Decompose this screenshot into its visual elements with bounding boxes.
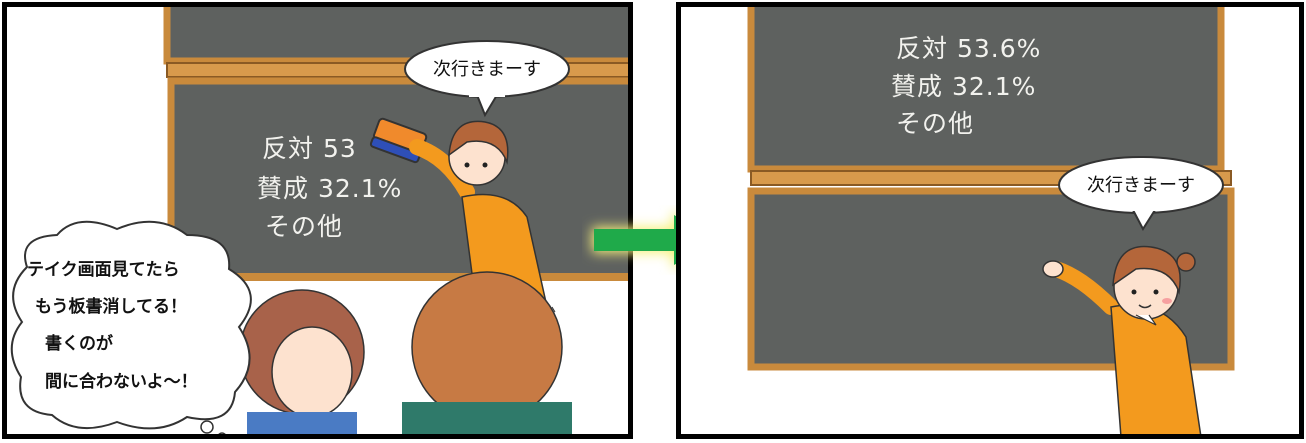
board-line-1: 反対 53.6%	[896, 34, 1041, 63]
thought-line-1: テイク画面見てたら	[27, 260, 180, 280]
thought-line-4: 間に合わないよ～！	[45, 371, 198, 392]
upper-blackboard	[747, 7, 1225, 173]
student-right	[402, 271, 572, 434]
speech-text: 次行きまーす	[433, 59, 541, 80]
student-left	[239, 289, 365, 434]
board-line-3: その他	[896, 109, 974, 138]
speech-bubble: 次行きまーす	[1058, 156, 1224, 231]
board-line-2: 賛成 32.1%	[891, 72, 1036, 101]
comic-panel-right: 反対 53.6% 賛成 32.1% その他 次行きまーす	[676, 2, 1304, 439]
board-line-3: その他	[265, 212, 343, 241]
board-line-1: 反対 53	[262, 134, 357, 163]
board-ledge	[171, 273, 628, 281]
thought-line-3: 書くのが	[45, 333, 113, 354]
teacher-figure	[1042, 245, 1202, 434]
main-blackboard	[167, 77, 628, 281]
thought-line-2: もう板書消してる！	[35, 296, 187, 317]
right-scene: 反対 53.6% 賛成 32.1% その他 次行きまーす	[747, 7, 1235, 434]
thought-bubble: テイク画面見てたら もう板書消してる！ 書くのが 間に合わないよ～！	[10, 220, 252, 434]
speech-text: 次行きまーす	[1087, 175, 1195, 196]
upper-blackboard	[163, 7, 628, 65]
speech-bubble: 次行きまーす	[404, 40, 570, 118]
comic-panel-left: 反対 53 賛成 32.1% その他 次行きまーす	[2, 2, 633, 439]
left-scene: 反対 53 賛成 32.1% その他 次行きまーす	[10, 7, 628, 434]
board-line-2: 賛成 32.1%	[257, 174, 402, 203]
